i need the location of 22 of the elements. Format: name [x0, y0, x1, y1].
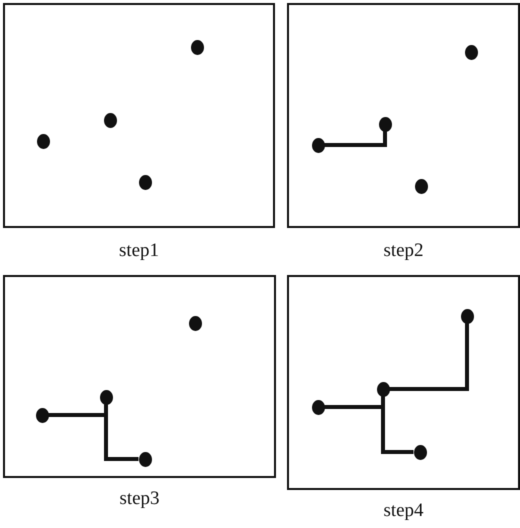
dot — [312, 400, 324, 414]
dot — [376, 382, 390, 396]
dot — [36, 134, 50, 148]
connector-line — [390, 324, 469, 391]
dot — [378, 116, 392, 132]
step-caption: step3 — [119, 488, 160, 510]
dot — [138, 174, 152, 190]
dot — [464, 44, 478, 60]
dot — [188, 316, 202, 330]
step-caption: step2 — [383, 240, 424, 262]
dot — [460, 308, 474, 324]
dot — [312, 138, 324, 152]
dot — [104, 112, 116, 128]
dot — [138, 452, 152, 466]
dot — [414, 444, 426, 460]
step-caption: step4 — [383, 500, 424, 522]
step-caption: step1 — [118, 240, 160, 262]
dot — [100, 390, 112, 404]
dot — [190, 40, 204, 54]
dot — [414, 178, 428, 194]
dot — [36, 408, 48, 422]
connector-line — [324, 132, 387, 147]
